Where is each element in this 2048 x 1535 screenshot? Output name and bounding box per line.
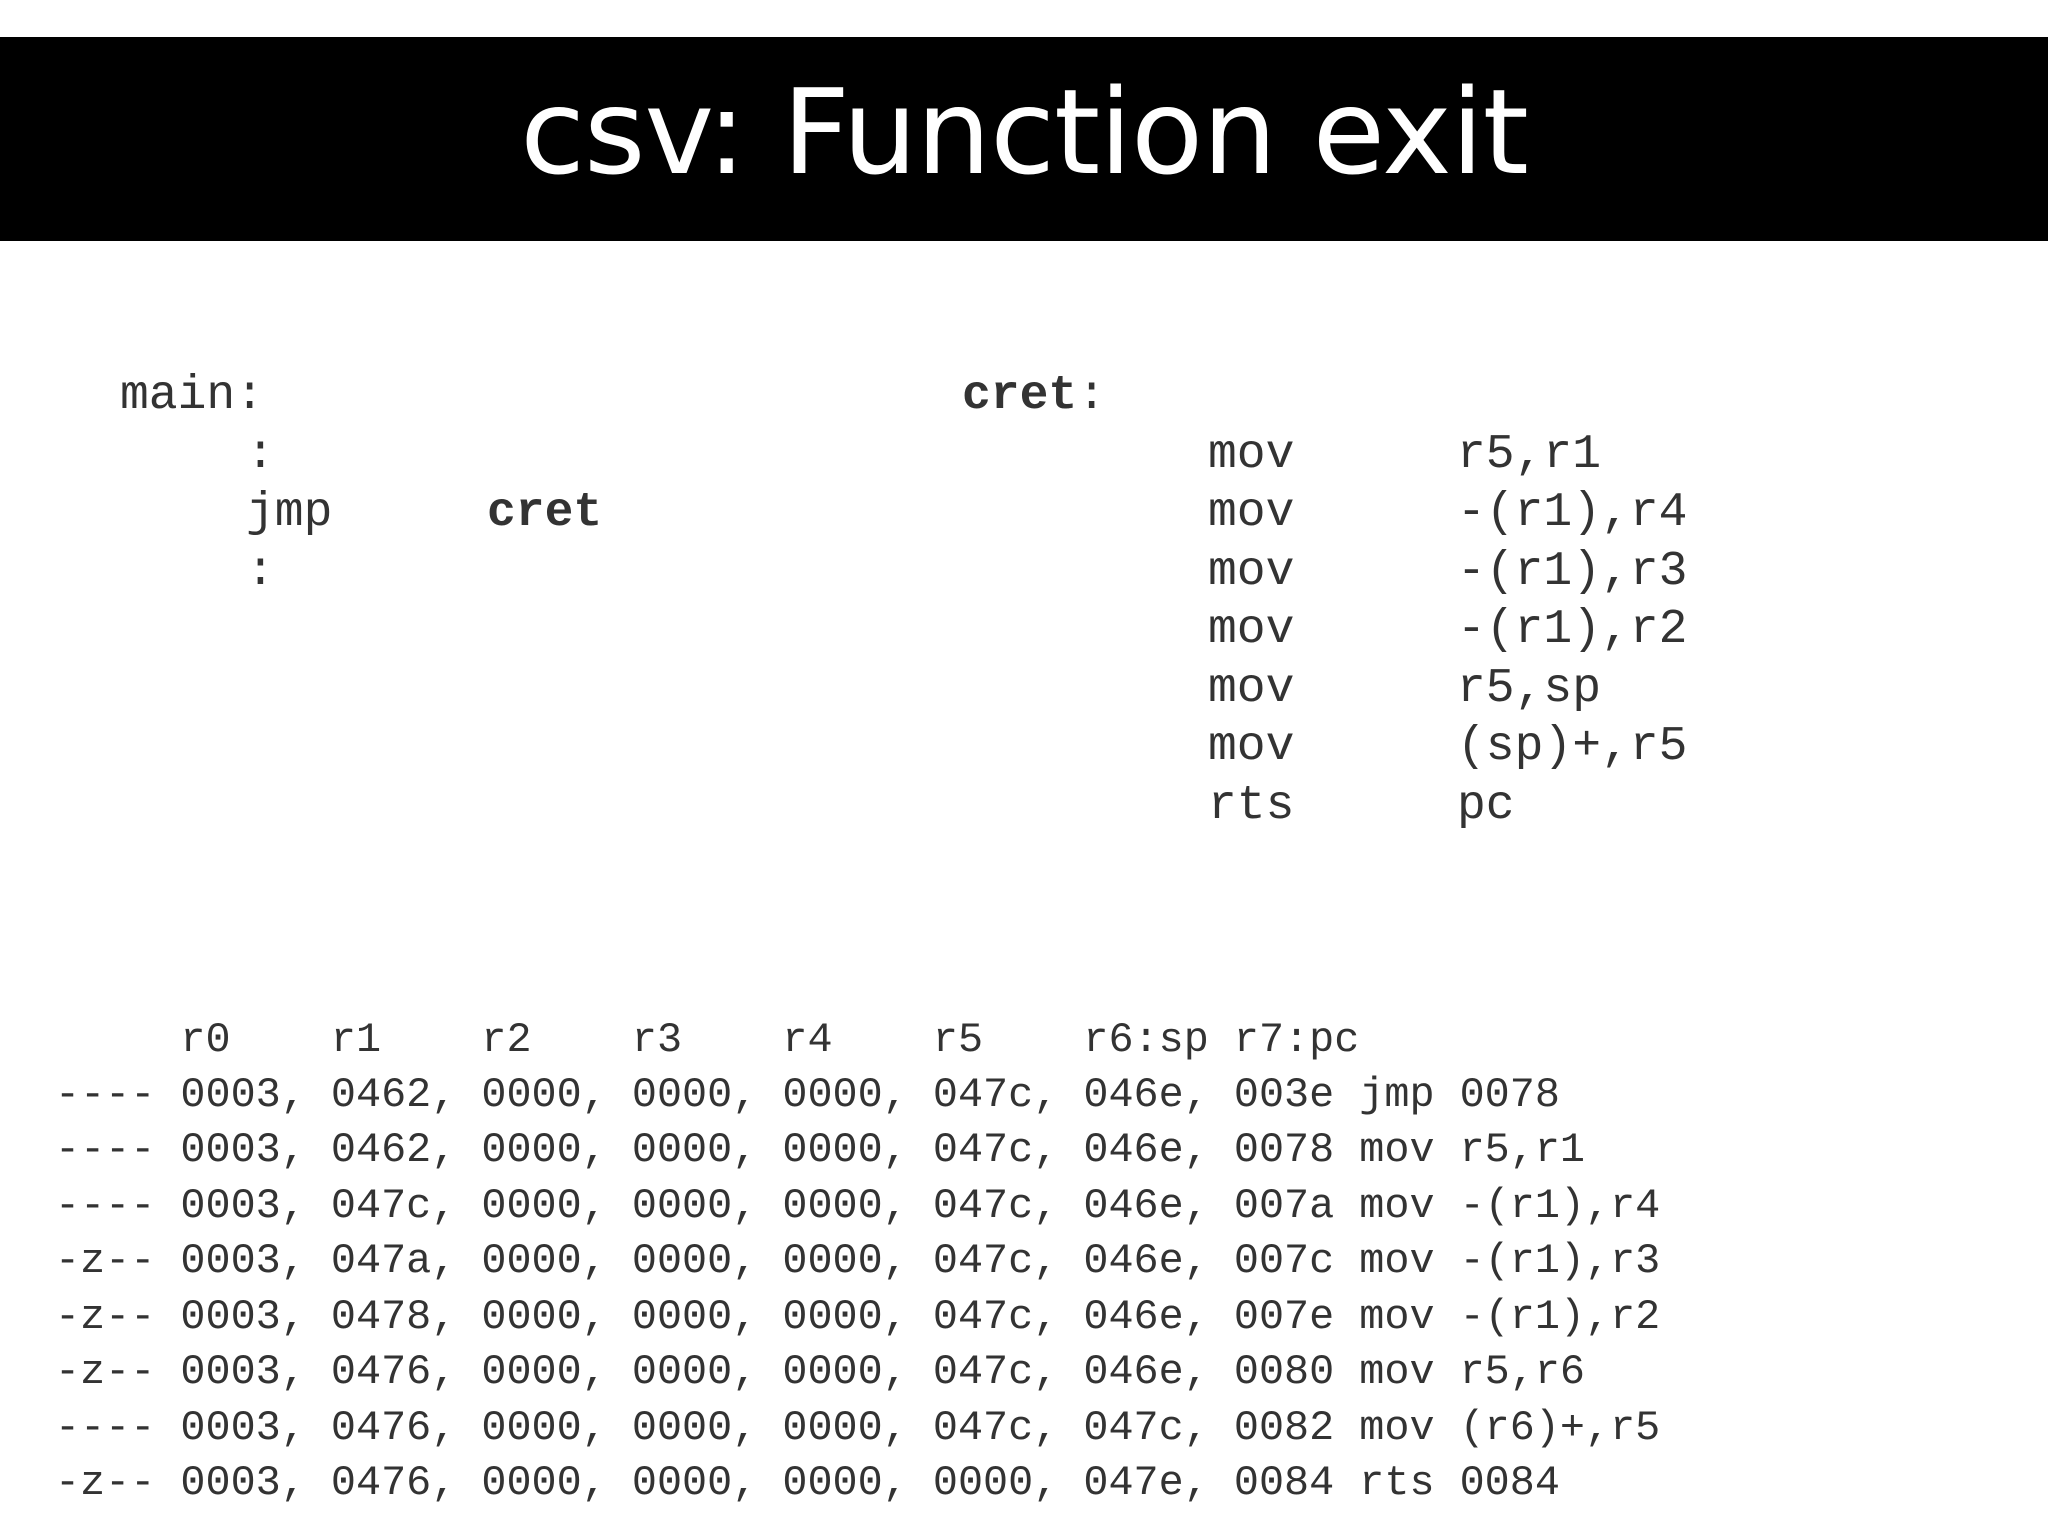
main-label: main:: [120, 369, 265, 423]
cret-op-7: rts: [1208, 779, 1295, 833]
main-ellipsis-top: :: [246, 428, 275, 482]
cret-args-2: -(r1),r4: [1457, 486, 1688, 540]
title-bar: csv: Function exit: [0, 37, 2048, 241]
trace-row: ---- 0003, 0476, 0000, 0000, 0000, 047c,…: [55, 1404, 1661, 1452]
trace-row: -z-- 0003, 0478, 0000, 0000, 0000, 047c,…: [55, 1293, 1661, 1341]
trace-header: r0 r1 r2 r3 r4 r5 r6:sp r7:pc: [55, 1016, 1360, 1064]
cret-op-1: mov: [1208, 428, 1295, 482]
trace-row: ---- 0003, 0462, 0000, 0000, 0000, 047c,…: [55, 1071, 1560, 1119]
slide-title: csv: Function exit: [520, 63, 1529, 201]
cret-label: cret:: [962, 367, 1106, 425]
cret-op-4: mov: [1208, 603, 1295, 657]
jmp-op: jmp: [246, 486, 333, 540]
cret-args-3: -(r1),r3: [1457, 545, 1688, 599]
cret-args-1: r5,r1: [1457, 428, 1602, 482]
cret-args-4: -(r1),r2: [1457, 603, 1688, 657]
cret-args-7: pc: [1457, 779, 1515, 833]
trace-row: -z-- 0003, 0476, 0000, 0000, 0000, 0000,…: [55, 1459, 1560, 1507]
trace-row: -z-- 0003, 047a, 0000, 0000, 0000, 047c,…: [55, 1237, 1661, 1285]
cret-label-name: cret: [962, 369, 1078, 423]
trace-row: ---- 0003, 0462, 0000, 0000, 0000, 047c,…: [55, 1126, 1586, 1174]
cret-op-3: mov: [1208, 545, 1295, 599]
trace-row: -z-- 0003, 0476, 0000, 0000, 0000, 047c,…: [55, 1348, 1586, 1396]
trace-row: ---- 0003, 047c, 0000, 0000, 0000, 047c,…: [55, 1182, 1661, 1230]
main-ellipsis-bottom: :: [246, 545, 275, 599]
cret-label-colon: :: [1077, 369, 1107, 423]
cret-args-6: (sp)+,r5: [1457, 720, 1688, 774]
cret-op-6: mov: [1208, 720, 1295, 774]
jmp-target: cret: [487, 486, 603, 540]
cret-args-5: r5,sp: [1457, 662, 1602, 716]
cret-op-2: mov: [1208, 486, 1295, 540]
cret-op-5: mov: [1208, 662, 1295, 716]
